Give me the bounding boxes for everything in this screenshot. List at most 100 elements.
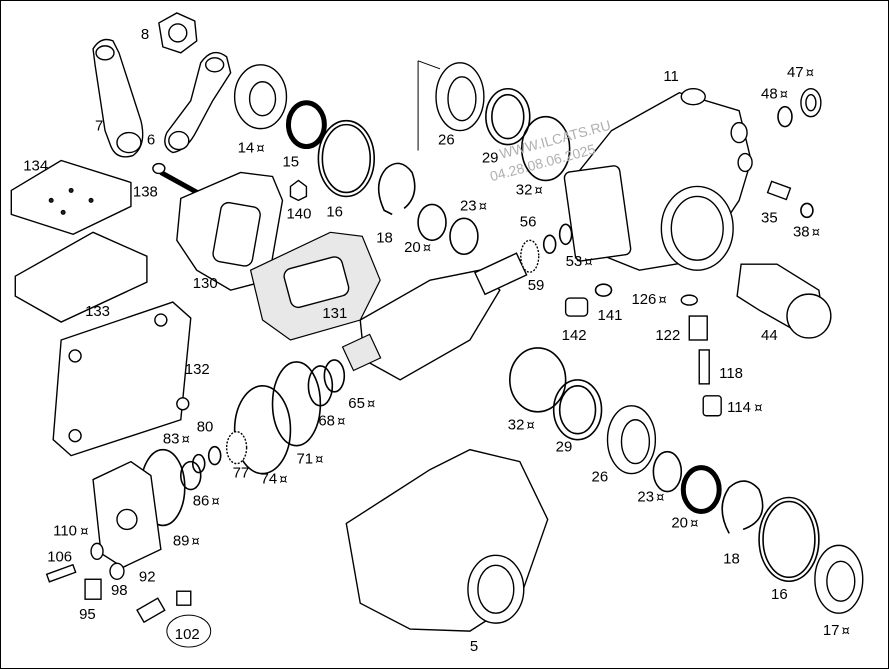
part-label-106[interactable]: 106: [47, 548, 72, 565]
part-label-35[interactable]: 35: [761, 209, 778, 226]
part-15-seal: [285, 100, 327, 150]
part-7-pitman-arm: [92, 38, 144, 158]
part-16-ring: [317, 119, 376, 198]
part-label-20[interactable]: 20: [671, 514, 688, 531]
part-label-114[interactable]: 114: [727, 399, 751, 416]
part-label-26[interactable]: 26: [592, 469, 609, 486]
part-label-141[interactable]: 141: [598, 307, 623, 324]
marker-symbol: ¤: [690, 516, 698, 531]
part-53-ring: [542, 223, 573, 255]
part-80-ring: [207, 445, 222, 466]
part-label-142[interactable]: 142: [562, 327, 587, 344]
part-118-valve: [698, 349, 710, 385]
part-label-134[interactable]: 134: [23, 157, 48, 174]
part-label-77[interactable]: 77: [233, 465, 250, 482]
part-label-92[interactable]: 92: [139, 568, 156, 585]
part-label-68[interactable]: 68: [318, 413, 335, 430]
marker-symbol: ¤: [659, 293, 667, 308]
part-142-plug: [564, 297, 589, 317]
part-label-38[interactable]: 38: [793, 223, 810, 240]
part-label-16[interactable]: 16: [771, 586, 788, 603]
part-label-16[interactable]: 16: [326, 203, 343, 220]
part-74-ring: [233, 385, 292, 475]
part-label-86[interactable]: 86: [193, 492, 210, 509]
part-label-44[interactable]: 44: [761, 327, 778, 344]
part-label-95[interactable]: 95: [79, 606, 96, 623]
part-label-80[interactable]: 80: [197, 419, 214, 436]
part-label-29[interactable]: 29: [482, 150, 499, 167]
part-86-ring: [179, 460, 202, 491]
part-label-23[interactable]: 23: [460, 197, 477, 214]
part-label-98[interactable]: 98: [111, 582, 128, 599]
part-110-washer: [90, 542, 104, 561]
part-label-18[interactable]: 18: [723, 550, 740, 567]
part-95-bolt: [84, 578, 102, 600]
part-label-102[interactable]: 102: [175, 626, 200, 643]
part-56-gear-washer: [520, 239, 540, 273]
part-label-89[interactable]: 89: [173, 532, 190, 549]
part-label-47[interactable]: 47: [787, 64, 804, 81]
part-label-7[interactable]: 7: [95, 118, 103, 135]
part-label-74[interactable]: 74: [261, 471, 278, 488]
part-label-138[interactable]: 138: [133, 183, 158, 200]
marker-symbol: ¤: [754, 401, 762, 416]
part-32-ring-lower: [509, 347, 567, 413]
marker-symbol: ¤: [279, 473, 287, 488]
part-label-130[interactable]: 130: [193, 275, 218, 292]
part-83-ring: [191, 453, 206, 474]
marker-symbol: ¤: [535, 183, 543, 198]
part-label-48[interactable]: 48: [761, 86, 778, 103]
part-label-140[interactable]: 140: [286, 205, 311, 222]
part-47-seal: [800, 88, 822, 118]
part-label-133[interactable]: 133: [85, 303, 110, 320]
part-label-18[interactable]: 18: [376, 229, 393, 246]
marker-symbol: ¤: [80, 524, 88, 539]
part-label-126[interactable]: 126: [631, 291, 656, 308]
part-label-118[interactable]: 118: [719, 365, 743, 382]
part-8-nut: [158, 12, 198, 54]
part-label-20[interactable]: 20: [404, 239, 421, 256]
part-14-washer: [233, 64, 288, 130]
part-label-14[interactable]: 14: [238, 140, 255, 157]
part-label-6[interactable]: 6: [147, 132, 155, 149]
marker-symbol: ¤: [584, 255, 592, 270]
part-label-131[interactable]: 131: [322, 305, 347, 322]
part-label-23[interactable]: 23: [637, 488, 654, 505]
part-label-53[interactable]: 53: [566, 253, 583, 270]
part-label-17[interactable]: 17: [823, 622, 840, 639]
part-18-snap-ring-lower: [721, 480, 764, 534]
part-label-26[interactable]: 26: [438, 132, 455, 149]
part-label-8[interactable]: 8: [141, 26, 149, 43]
marker-symbol: ¤: [656, 490, 664, 505]
part-71-ring: [271, 361, 322, 447]
part-26-bearing: [417, 60, 485, 151]
part-label-71[interactable]: 71: [296, 451, 313, 468]
part-label-65[interactable]: 65: [348, 395, 365, 412]
part-label-15[interactable]: 15: [282, 154, 299, 171]
part-label-110[interactable]: 110: [53, 522, 77, 539]
part-35-fitting: [766, 180, 792, 201]
part-141-ring: [594, 283, 613, 297]
part-label-32[interactable]: 32: [508, 417, 525, 434]
marker-symbol: ¤: [367, 397, 375, 412]
part-65-ring: [323, 359, 346, 393]
part-label-59[interactable]: 59: [528, 277, 545, 294]
part-126-washer: [680, 294, 698, 306]
part-label-56[interactable]: 56: [520, 213, 537, 230]
part-label-5[interactable]: 5: [470, 638, 478, 655]
label-102-circle: [166, 614, 212, 648]
part-label-32[interactable]: 32: [516, 181, 533, 198]
part-label-83[interactable]: 83: [163, 431, 180, 448]
part-label-11[interactable]: 11: [663, 68, 679, 85]
part-label-122[interactable]: 122: [655, 327, 680, 344]
part-140-nut: [289, 179, 308, 202]
part-label-29[interactable]: 29: [556, 439, 573, 456]
part-20-ring: [417, 203, 447, 242]
part-5-housing: [345, 448, 549, 632]
part-98-washer: [109, 562, 125, 580]
part-6-idler-arm: [164, 51, 232, 154]
marker-symbol: ¤: [182, 433, 190, 448]
part-label-132[interactable]: 132: [185, 361, 210, 378]
marker-symbol: ¤: [806, 66, 814, 81]
part-131-cover: [249, 231, 381, 341]
